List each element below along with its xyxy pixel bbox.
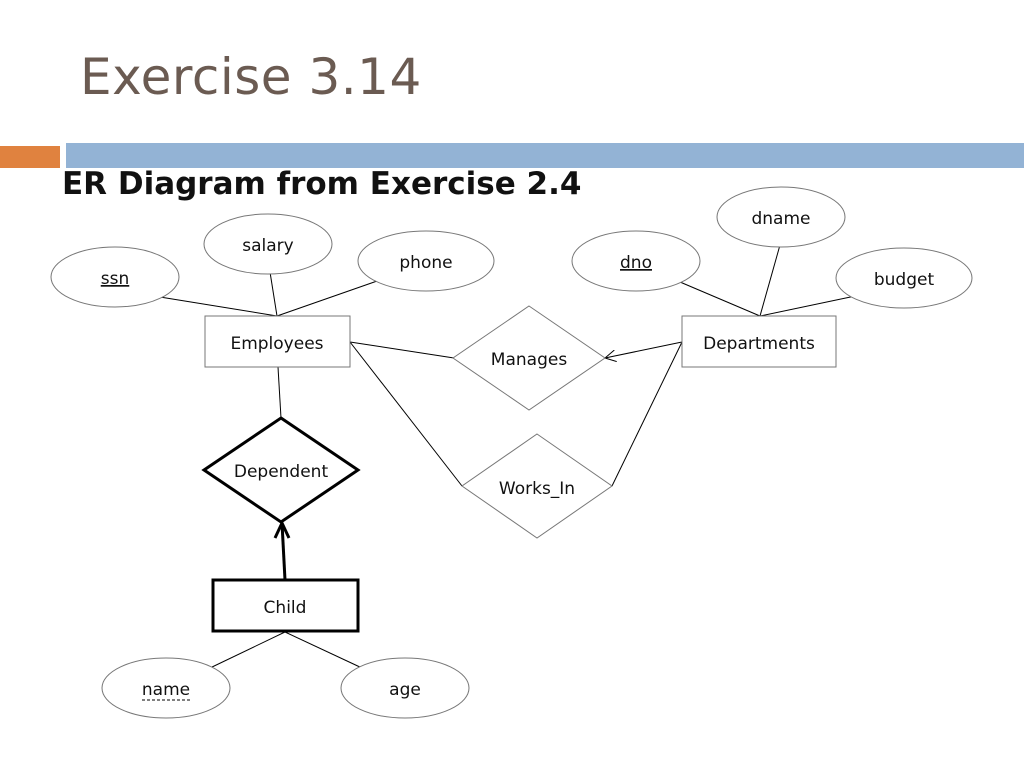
relationship-works-in-label: Works_In bbox=[499, 479, 575, 499]
relationship-works-in: Works_In bbox=[461, 433, 613, 539]
attribute-dname-label: dname bbox=[751, 209, 810, 229]
attribute-budget: budget bbox=[835, 247, 973, 309]
slide-subtitle: ER Diagram from Exercise 2.4 bbox=[62, 166, 582, 202]
link-child-dependent-arrow bbox=[280, 522, 287, 581]
identifying-relationship-dependent: Dependent bbox=[201, 416, 361, 524]
attribute-age-label: age bbox=[389, 680, 421, 700]
identifying-relationship-dependent-label: Dependent bbox=[234, 462, 329, 482]
link-budget-departments bbox=[759, 294, 861, 317]
attribute-budget-label: budget bbox=[874, 270, 935, 290]
attribute-phone: phone bbox=[357, 230, 495, 292]
relationship-manages-label: Manages bbox=[491, 350, 568, 370]
link-salary-employees bbox=[269, 271, 278, 317]
link-child-age bbox=[284, 631, 363, 669]
link-employees-manages bbox=[349, 341, 455, 359]
relationship-manages: Manages bbox=[452, 305, 606, 411]
link-employees-worksin bbox=[349, 341, 463, 487]
entity-departments: Departments bbox=[681, 315, 837, 368]
entity-employees: Employees bbox=[204, 315, 351, 368]
connectors bbox=[159, 244, 861, 669]
link-phone-employees bbox=[276, 279, 381, 317]
attribute-salary: salary bbox=[203, 213, 333, 275]
weak-entity-child-label: Child bbox=[264, 598, 307, 618]
attribute-dno: dno bbox=[571, 230, 701, 292]
entity-employees-label: Employees bbox=[230, 334, 323, 354]
attribute-dname: dname bbox=[716, 186, 846, 248]
attribute-ssn-label: ssn bbox=[101, 269, 130, 289]
link-departments-manages-arrow bbox=[605, 341, 683, 358]
slide-title: Exercise 3.14 bbox=[80, 48, 422, 106]
attribute-ssn: ssn bbox=[50, 246, 180, 308]
link-employees-dependent bbox=[277, 366, 282, 419]
attribute-phone-label: phone bbox=[399, 253, 452, 273]
title-accent-band bbox=[0, 146, 60, 168]
attribute-age: age bbox=[340, 657, 470, 719]
attribute-dno-label: dno bbox=[620, 253, 652, 273]
link-child-name bbox=[209, 631, 286, 669]
weak-entity-child: Child bbox=[211, 578, 360, 633]
title-band bbox=[66, 143, 1024, 168]
entity-departments-label: Departments bbox=[703, 334, 815, 354]
link-dno-departments bbox=[679, 281, 761, 317]
link-dname-departments bbox=[759, 244, 781, 317]
attribute-name-label: name bbox=[142, 680, 190, 700]
link-ssn-employees bbox=[159, 296, 278, 317]
attribute-name: name bbox=[101, 657, 231, 719]
link-departments-worksin bbox=[611, 341, 683, 487]
attribute-salary-label: salary bbox=[242, 236, 293, 256]
